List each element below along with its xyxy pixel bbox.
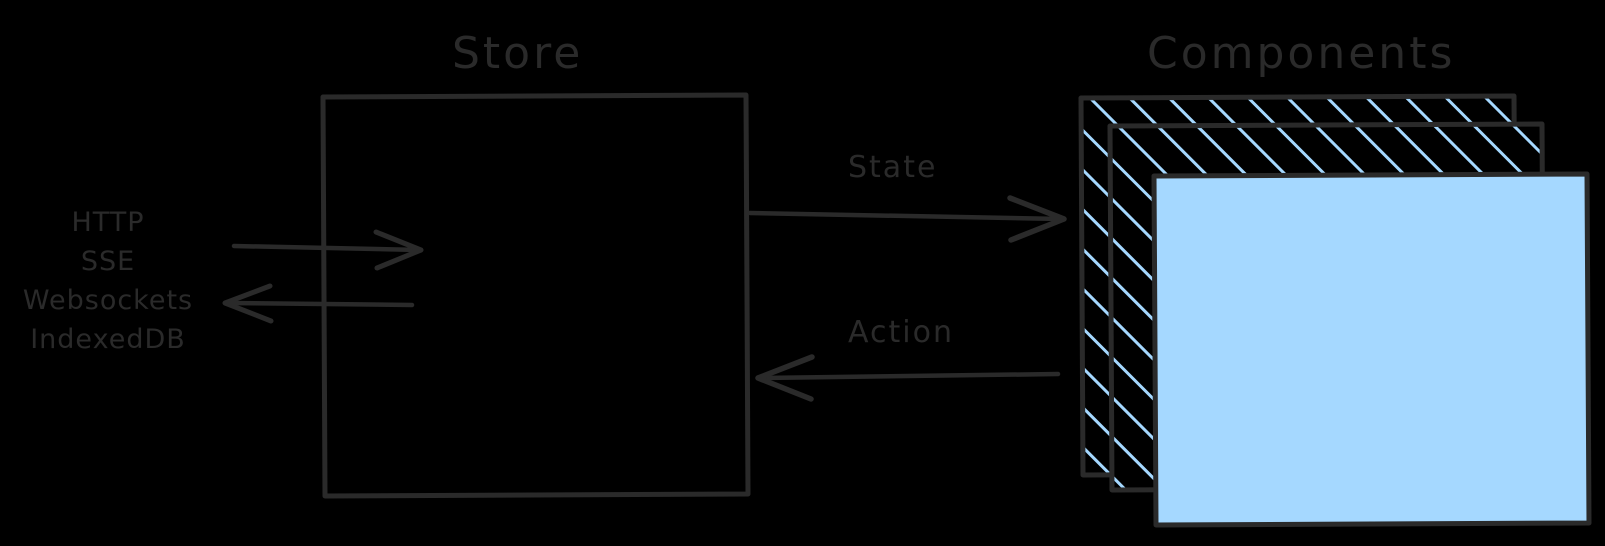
transport-label-sse: SSE bbox=[80, 246, 136, 277]
arrowhead-action bbox=[755, 354, 815, 402]
transport-label-indexeddb: IndexedDB bbox=[30, 324, 186, 355]
action-edge-label: Action bbox=[848, 315, 954, 350]
component-card-front bbox=[1151, 171, 1592, 528]
arrowhead-inbound bbox=[373, 229, 424, 271]
arrow-outbound bbox=[222, 283, 415, 324]
components-title: Components bbox=[1147, 28, 1456, 79]
transport-label-http: HTTP bbox=[71, 207, 145, 238]
state-edge-label: State bbox=[848, 150, 938, 185]
arrow-state bbox=[747, 195, 1067, 243]
arrowhead-state bbox=[1007, 195, 1067, 243]
arrowhead-outbound bbox=[222, 283, 274, 324]
store-title: Store bbox=[452, 28, 584, 79]
store-box bbox=[320, 92, 751, 499]
arrow-inbound bbox=[231, 229, 424, 271]
store-box-outline bbox=[320, 92, 751, 499]
arrow-action bbox=[755, 354, 1061, 402]
transport-label-websockets: Websockets bbox=[22, 285, 194, 316]
